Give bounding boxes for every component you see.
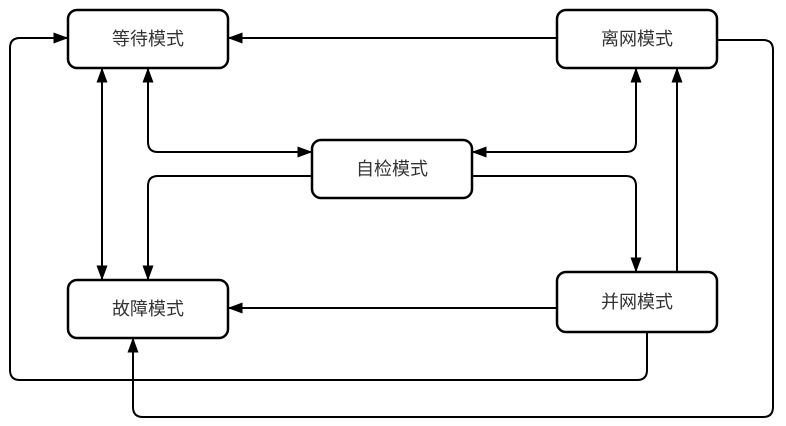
node-grid-mode-box: [555, 270, 719, 334]
node-waiting-mode-box: [66, 8, 230, 70]
node-offgrid-mode-box: [555, 8, 719, 70]
node-grid-mode-label: 并网模式: [601, 292, 673, 313]
node-fault-mode-label: 故障模式: [112, 299, 184, 320]
node-fault-mode: 故障模式: [66, 278, 230, 340]
arrow-grid-to-waiting-loop: [9, 32, 648, 381]
node-fault-mode-box: [66, 278, 230, 340]
arrow-offgrid-selfcheck-bidirectional: [471, 67, 642, 158]
node-waiting-mode: 等待模式: [66, 8, 230, 70]
arrow-waiting-selfcheck-bidirectional: [142, 67, 313, 158]
node-selfcheck-mode: 自检模式: [310, 138, 474, 200]
node-waiting-mode-label: 等待模式: [112, 29, 184, 50]
arrow-offgrid-to-fault-loop: [127, 39, 774, 418]
arrow-selfcheck-to-grid: [472, 175, 642, 273]
arrow-selfcheck-to-fault: [142, 175, 312, 281]
node-selfcheck-mode-label: 自检模式: [356, 159, 428, 180]
node-offgrid-mode: 离网模式: [555, 8, 719, 70]
node-selfcheck-mode-box: [310, 138, 474, 200]
node-grid-mode: 并网模式: [555, 270, 719, 334]
node-offgrid-mode-label: 离网模式: [601, 29, 673, 50]
